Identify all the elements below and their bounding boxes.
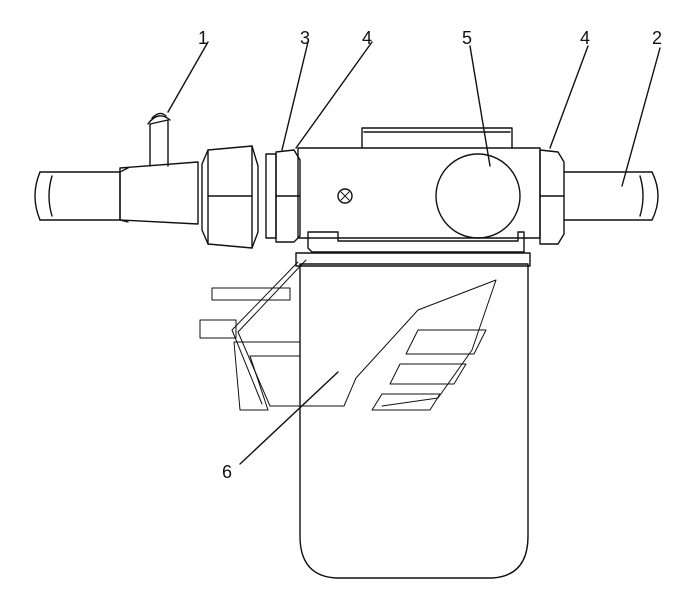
mounting-flange: [307, 231, 525, 253]
right-hose: [563, 171, 653, 221]
set-screw: [337, 188, 353, 204]
housing-body: [297, 147, 541, 239]
callout-2: 2: [652, 28, 662, 48]
leader-4b: [549, 45, 589, 149]
left-nut: [201, 145, 259, 249]
leader-4a: [295, 41, 373, 149]
left-washer: [265, 153, 277, 239]
callout-1: 1: [198, 28, 208, 48]
leader-5: [469, 45, 491, 167]
left-seal: [275, 149, 301, 243]
leader-6: [239, 371, 339, 465]
right-seal: [539, 149, 565, 245]
callout-6: 6: [222, 462, 232, 482]
watermark-outline: [199, 287, 301, 411]
filter-top-ring: [295, 252, 531, 267]
callout-4a: 4: [362, 28, 372, 48]
callout-3: 3: [300, 28, 310, 48]
callout-4b: 4: [580, 28, 590, 48]
filter-cap: [435, 153, 521, 239]
drain-nipple: [149, 119, 169, 167]
filter-canister: [299, 263, 529, 579]
callout-5: 5: [462, 28, 472, 48]
leader-1: [167, 41, 209, 113]
leader-3: [281, 41, 309, 151]
housing-top-block: [361, 127, 513, 149]
left-hose-tip: [39, 171, 121, 221]
left-hose-body: [119, 161, 199, 225]
callouts: 1 3 4 5 4 2 6: [198, 28, 662, 482]
leader-2: [621, 47, 661, 187]
